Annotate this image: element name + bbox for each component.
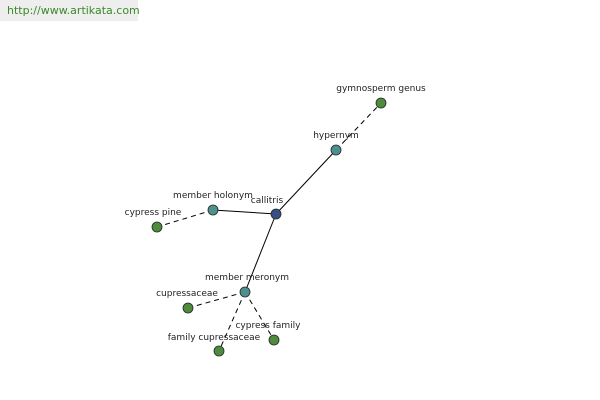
edge-member-holonym-to-cypress-pine: [156, 209, 214, 228]
node-family-cupressaceae[interactable]: [213, 345, 225, 357]
node-cypress-family[interactable]: [268, 334, 280, 346]
node-cupressaceae[interactable]: [182, 302, 194, 314]
labels-layer: callitris hypernym gymnosperm genus member …: [125, 84, 426, 343]
node-hypernym[interactable]: [330, 144, 342, 156]
label-gymnosperm-genus[interactable]: gymnosperm genus: [336, 84, 426, 94]
node-member-holonym[interactable]: [207, 204, 219, 216]
node-member-meronym[interactable]: [239, 286, 251, 298]
node-callitris[interactable]: [270, 208, 282, 220]
artikata-url-link[interactable]: http://www.artikata.com: [0, 0, 140, 21]
label-cypress-family[interactable]: cypress family: [235, 321, 301, 331]
edge-hypernym-to-gymnosperm-genus: [335, 102, 382, 151]
label-callitris[interactable]: callitris: [251, 196, 284, 206]
edges-layer: [156, 102, 382, 352]
edge-member-meronym-to-cypress-family: [244, 291, 275, 341]
node-cypress-pine[interactable]: [151, 221, 163, 233]
edge-callitris-to-member-holonym: [212, 209, 277, 215]
edge-callitris-to-hypernym: [275, 149, 337, 215]
label-member-meronym[interactable]: member meronym: [205, 273, 289, 283]
edge-member-meronym-to-family-cupressaceae: [218, 291, 246, 352]
label-member-holonym[interactable]: member holonym: [173, 191, 253, 201]
edge-member-meronym-to-cupressaceae: [187, 291, 246, 309]
node-gymnosperm-genus[interactable]: [375, 97, 387, 109]
label-cupressaceae[interactable]: cupressaceae: [156, 289, 218, 299]
nodes-layer: [151, 97, 387, 357]
edge-callitris-to-member-meronym: [244, 213, 277, 293]
label-hypernym[interactable]: hypernym: [313, 131, 359, 141]
label-family-cupressaceae[interactable]: family cupressaceae: [168, 333, 261, 343]
label-cypress-pine[interactable]: cypress pine: [125, 208, 182, 218]
